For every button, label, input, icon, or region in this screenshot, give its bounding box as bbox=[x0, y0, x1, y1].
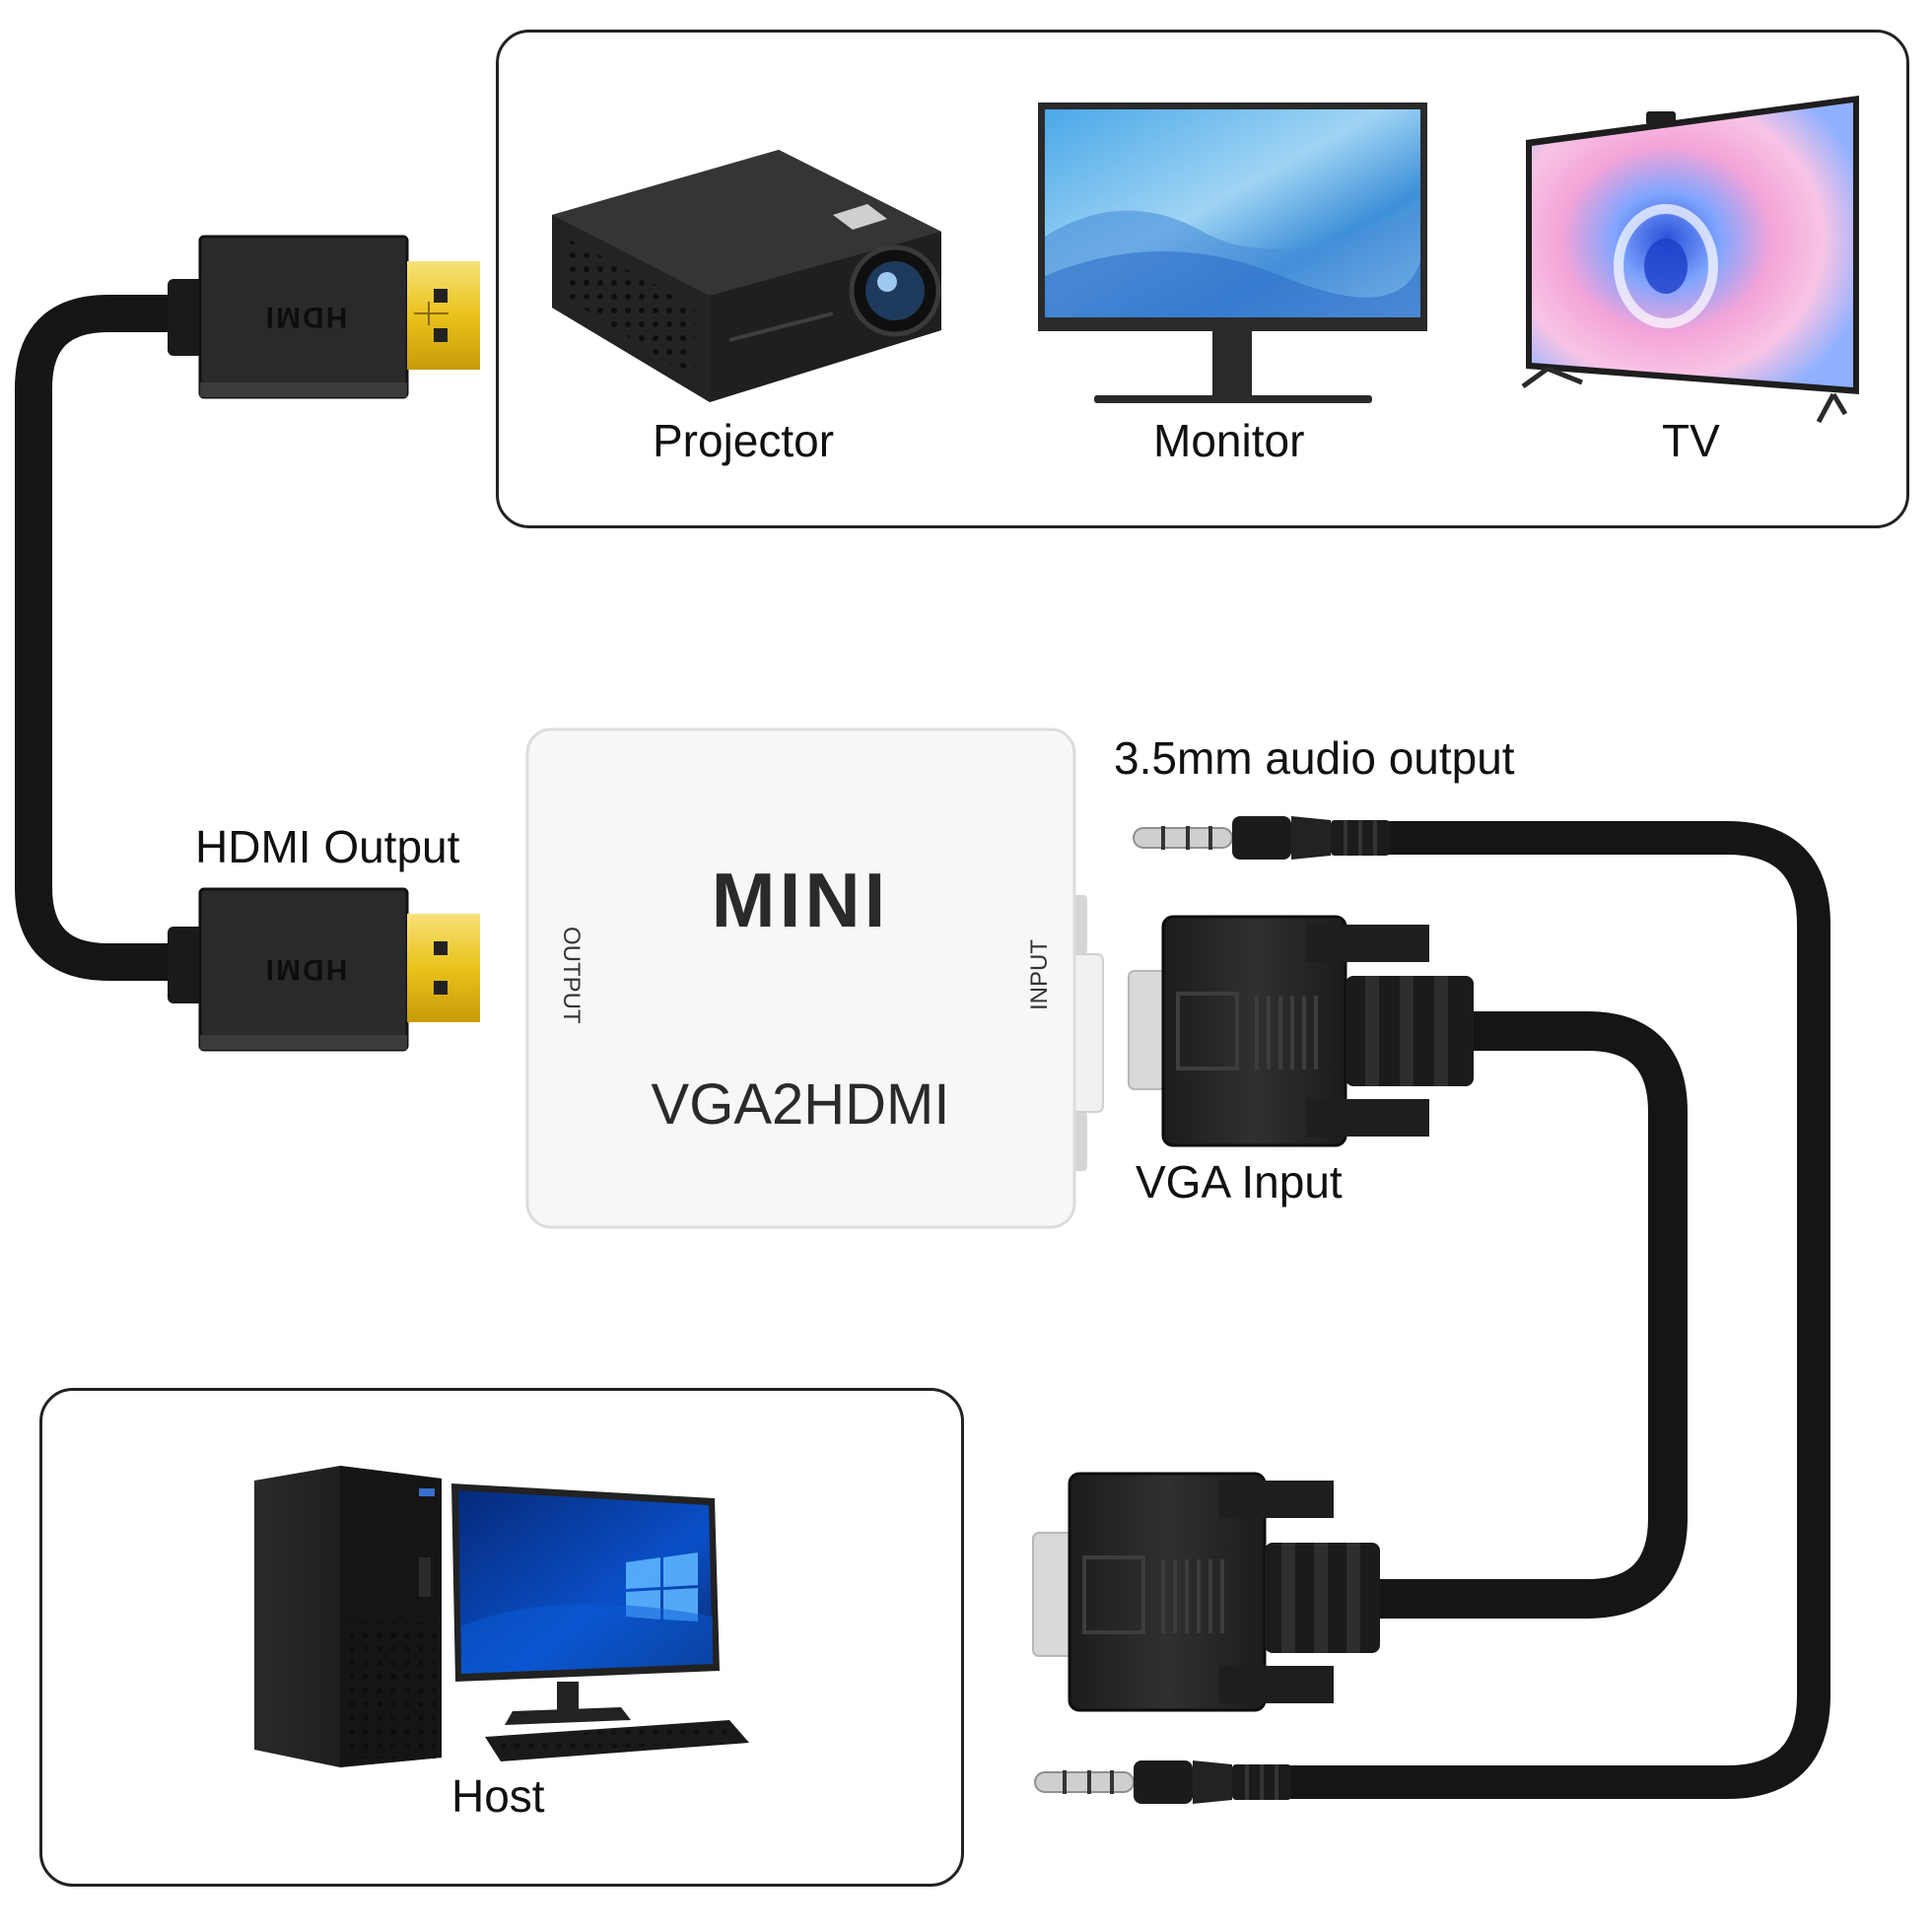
hdmi-plug-bottom-text: HDMI bbox=[264, 953, 348, 986]
audio-jack-top bbox=[1133, 816, 1390, 860]
converter-output-port-label: OUTPUT bbox=[558, 927, 585, 1024]
audio-output-label: 3.5mm audio output bbox=[1114, 732, 1515, 784]
hdmi-plug-top-text: HDMI bbox=[264, 301, 348, 333]
vga-plug-bottom bbox=[1032, 1472, 1380, 1712]
audio-cable bbox=[1265, 821, 1830, 1799]
host-keyboard-image bbox=[485, 1720, 749, 1761]
converter-input-port-label: INPUT bbox=[1026, 939, 1053, 1010]
host-monitor-image bbox=[451, 1484, 720, 1725]
hdmi-plug-top: HDMI bbox=[168, 235, 480, 399]
projector-label: Projector bbox=[653, 415, 835, 466]
converter-model: VGA2HDMI bbox=[652, 1072, 950, 1137]
audio-jack-bottom bbox=[1034, 1760, 1291, 1804]
hdmi-output-label: HDMI Output bbox=[195, 821, 460, 872]
vga-cable bbox=[1355, 1011, 1688, 1619]
host-pc-image bbox=[254, 1466, 442, 1767]
converter-brand: MINI bbox=[712, 857, 890, 943]
monitor-label: Monitor bbox=[1153, 415, 1305, 466]
hdmi-cable bbox=[15, 295, 191, 981]
vga-plug-top bbox=[1128, 915, 1474, 1147]
host-label: Host bbox=[451, 1770, 545, 1822]
monitor-image bbox=[1038, 103, 1427, 403]
hdmi-plug-bottom: HDMI bbox=[168, 887, 480, 1052]
vga-input-label: VGA Input bbox=[1136, 1156, 1343, 1208]
tv-image bbox=[1521, 96, 1859, 424]
converter-box: MINI VGA2HDMI OUTPUT INPUT bbox=[525, 727, 1104, 1229]
tv-label: TV bbox=[1662, 415, 1720, 466]
projector-image bbox=[552, 150, 941, 402]
